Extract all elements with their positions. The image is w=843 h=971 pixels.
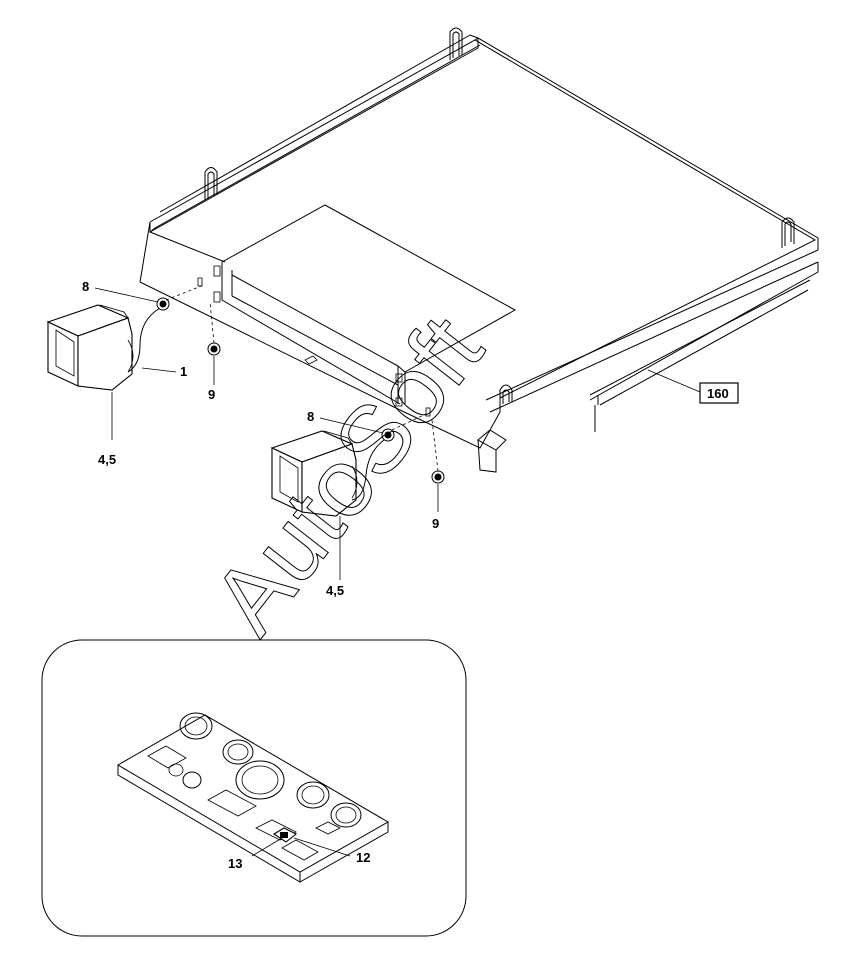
roof-panel-assembly (139, 34, 819, 473)
gauge-3-icon (296, 781, 330, 809)
nut-9-top (207, 342, 221, 356)
lift-handle-rear (449, 27, 463, 60)
gauge-4-icon (330, 802, 362, 828)
work-lamp-left (46, 304, 134, 391)
gauge-2-icon (222, 739, 254, 765)
callout-4-5-mid: 4,5 (326, 583, 344, 598)
lift-handle-front (499, 384, 513, 405)
callout-9-top: 9 (208, 387, 215, 402)
grommet-8-top (156, 297, 170, 311)
lamp-cable-right (351, 439, 385, 501)
work-lamp-right (270, 430, 358, 517)
callout-1: 1 (180, 364, 187, 379)
callout-13: 13 (228, 856, 242, 871)
instrument-panel (117, 712, 390, 883)
callout-9-mid: 9 (432, 516, 439, 531)
watermark-text: AutoSoft (192, 297, 503, 653)
lift-handle-left (204, 167, 218, 200)
callout-4-5-left: 4,5 (98, 452, 116, 467)
lift-handle-right (781, 217, 795, 248)
callout-8-mid: 8 (307, 409, 314, 424)
lamp-cable-left (127, 307, 161, 373)
callout-160: 160 (707, 386, 729, 401)
nut-9-mid (431, 470, 445, 484)
inset-detail-frame: 13 12 (41, 639, 467, 937)
grommet-8-mid (381, 428, 395, 442)
gauge-main-icon (235, 760, 285, 800)
gauge-1-icon (179, 712, 213, 740)
callout-8-top: 8 (82, 279, 89, 294)
reference-box-160: 160 (699, 382, 739, 404)
callout-12: 12 (356, 850, 370, 865)
